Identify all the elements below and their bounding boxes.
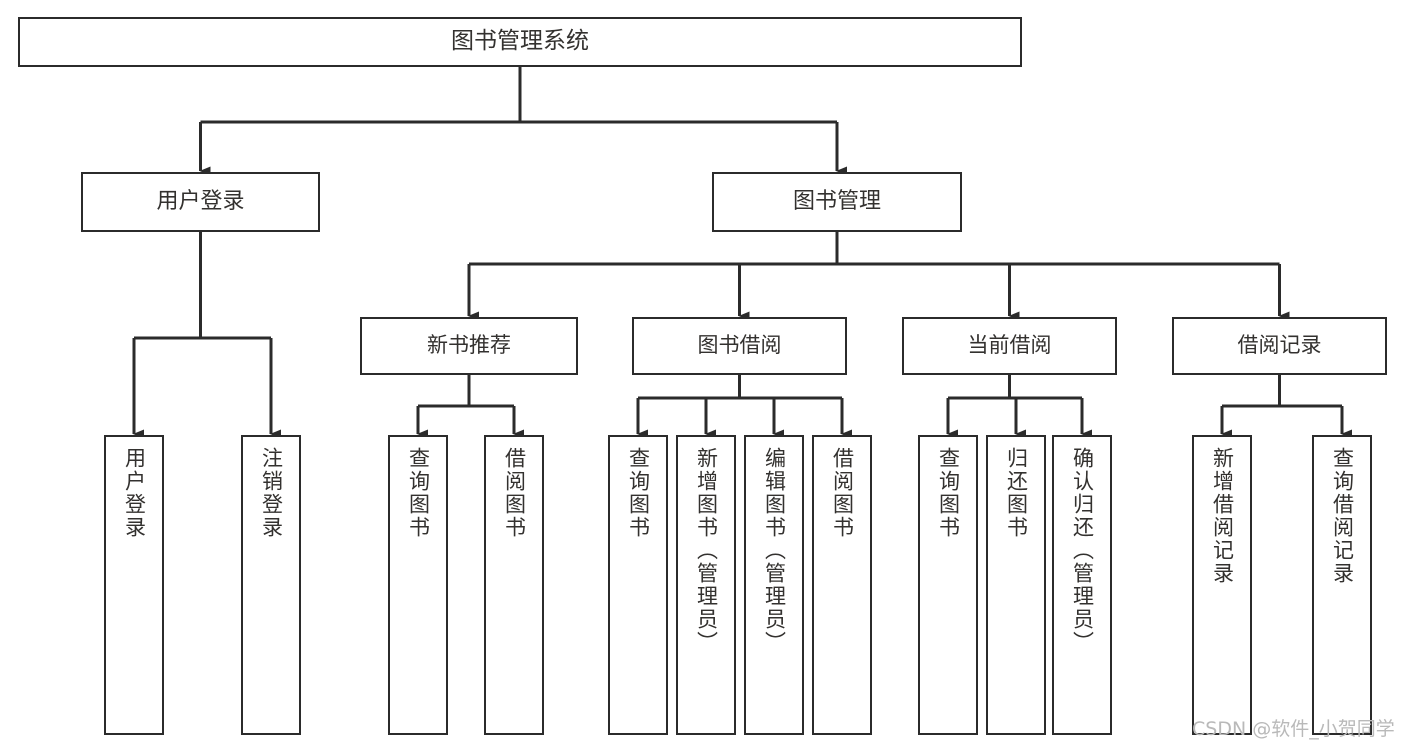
leaf-return-book[interactable]: 归还图书 [986,435,1046,735]
node-book-borrow[interactable]: 图书借阅 [632,317,847,375]
leaf-query-book-1-label: 查询图书 [406,447,431,539]
leaf-query-book-3-label: 查询图书 [936,447,961,539]
node-borrow-record-label: 借阅记录 [1237,333,1322,358]
node-current-borrow-label: 当前借阅 [967,333,1052,358]
node-new-book-recommend-label: 新书推荐 [427,333,511,358]
node-root-label: 图书管理系统 [451,28,589,55]
node-user-login-label: 用户登录 [156,188,245,214]
leaf-user-login[interactable]: 用户登录 [104,435,164,735]
leaf-logout-label: 注销登录 [259,447,284,539]
leaf-query-book-2[interactable]: 查询图书 [608,435,668,735]
node-book-borrow-label: 图书借阅 [697,333,782,358]
leaf-user-login-label: 用户登录 [122,447,147,539]
leaf-borrow-book-2[interactable]: 借阅图书 [812,435,872,735]
leaf-query-book-1[interactable]: 查询图书 [388,435,448,735]
leaf-borrow-book-2-label: 借阅图书 [830,447,855,539]
leaf-logout[interactable]: 注销登录 [241,435,301,735]
edge-layer [132,67,1352,439]
leaf-return-book-label: 归还图书 [1004,447,1029,539]
node-current-borrow[interactable]: 当前借阅 [902,317,1117,375]
leaf-edit-book-admin-label: 编辑图书（管理员） [762,447,787,654]
leaf-add-borrow-record[interactable]: 新增借阅记录 [1192,435,1252,735]
leaf-borrow-book-1[interactable]: 借阅图书 [484,435,544,735]
leaf-confirm-return-admin[interactable]: 确认归还（管理员） [1052,435,1112,735]
leaf-edit-book-admin[interactable]: 编辑图书（管理员） [744,435,804,735]
node-book-manage[interactable]: 图书管理 [712,172,962,232]
leaf-query-book-3[interactable]: 查询图书 [918,435,978,735]
leaf-add-borrow-record-label: 新增借阅记录 [1210,447,1235,585]
leaf-borrow-book-1-label: 借阅图书 [502,447,527,539]
leaf-add-book-admin[interactable]: 新增图书（管理员） [676,435,736,735]
leaf-add-book-admin-label: 新增图书（管理员） [694,447,719,654]
leaf-query-borrow-record[interactable]: 查询借阅记录 [1312,435,1372,735]
node-borrow-record[interactable]: 借阅记录 [1172,317,1387,375]
node-root[interactable]: 图书管理系统 [18,17,1022,67]
node-book-manage-label: 图书管理 [792,188,881,214]
node-user-login[interactable]: 用户登录 [81,172,320,232]
leaf-query-book-2-label: 查询图书 [626,447,651,539]
leaf-query-borrow-record-label: 查询借阅记录 [1330,447,1355,585]
leaf-confirm-return-admin-label: 确认归还（管理员） [1070,447,1095,654]
node-new-book-recommend[interactable]: 新书推荐 [360,317,578,375]
